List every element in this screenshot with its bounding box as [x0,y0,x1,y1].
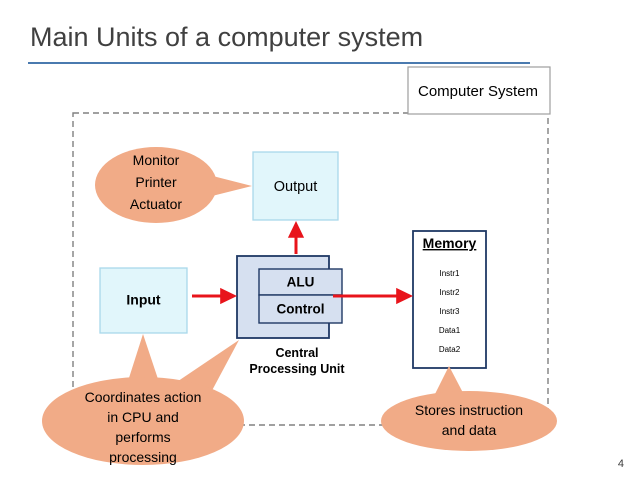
callout-memory-line2: and data [442,422,497,438]
alu-sub-block [258,268,343,296]
memory-item-data2: Data2 [439,345,461,354]
output-block-label: Output [274,179,318,195]
callout-cpu-line4: processing [109,449,177,465]
control-label: Control [277,302,325,317]
page-title: Main Units of a computer system [30,22,424,52]
callout-devices-line3: Actuator [130,196,182,212]
memory-item-instr1: Instr1 [439,269,460,278]
memory-title: Memory [423,235,477,251]
control-sub-block [258,294,343,324]
callout-devices-line2: Printer [135,174,177,190]
cpu-block: ALU Control Central Processing Unit [236,255,345,376]
callout-cpu-line1: Coordinates action [85,389,202,405]
memory-item-instr3: Instr3 [439,307,460,316]
page-number: 4 [617,458,624,470]
callout-cpu-line2: in CPU and [107,409,179,425]
memory-block: Memory Instr1 Instr2 Instr3 Data1 Data2 [412,230,487,369]
callout-memory-note: Stores instruction and data [381,366,557,451]
callout-output-devices: Monitor Printer Actuator [95,147,252,223]
callout-cpu-note: Coordinates action in CPU and performs p… [42,334,244,465]
callout-devices-line1: Monitor [133,152,180,168]
memory-item-instr2: Instr2 [439,288,460,297]
output-block: Output [252,151,339,221]
input-block: Input [99,267,188,334]
alu-label: ALU [287,275,315,290]
input-block-label: Input [126,292,161,308]
computer-system-boundary [72,112,549,426]
computer-system-label: Computer System [418,83,538,100]
cpu-label-line1: Central [275,346,318,360]
title-underline-rule [28,62,530,64]
computer-system-label-box: Computer System [407,66,551,115]
cpu-label-line2: Processing Unit [249,362,345,376]
callout-memory-line1: Stores instruction [415,402,523,418]
callout-cpu-line3: performs [115,429,170,445]
memory-item-data1: Data1 [439,326,461,335]
